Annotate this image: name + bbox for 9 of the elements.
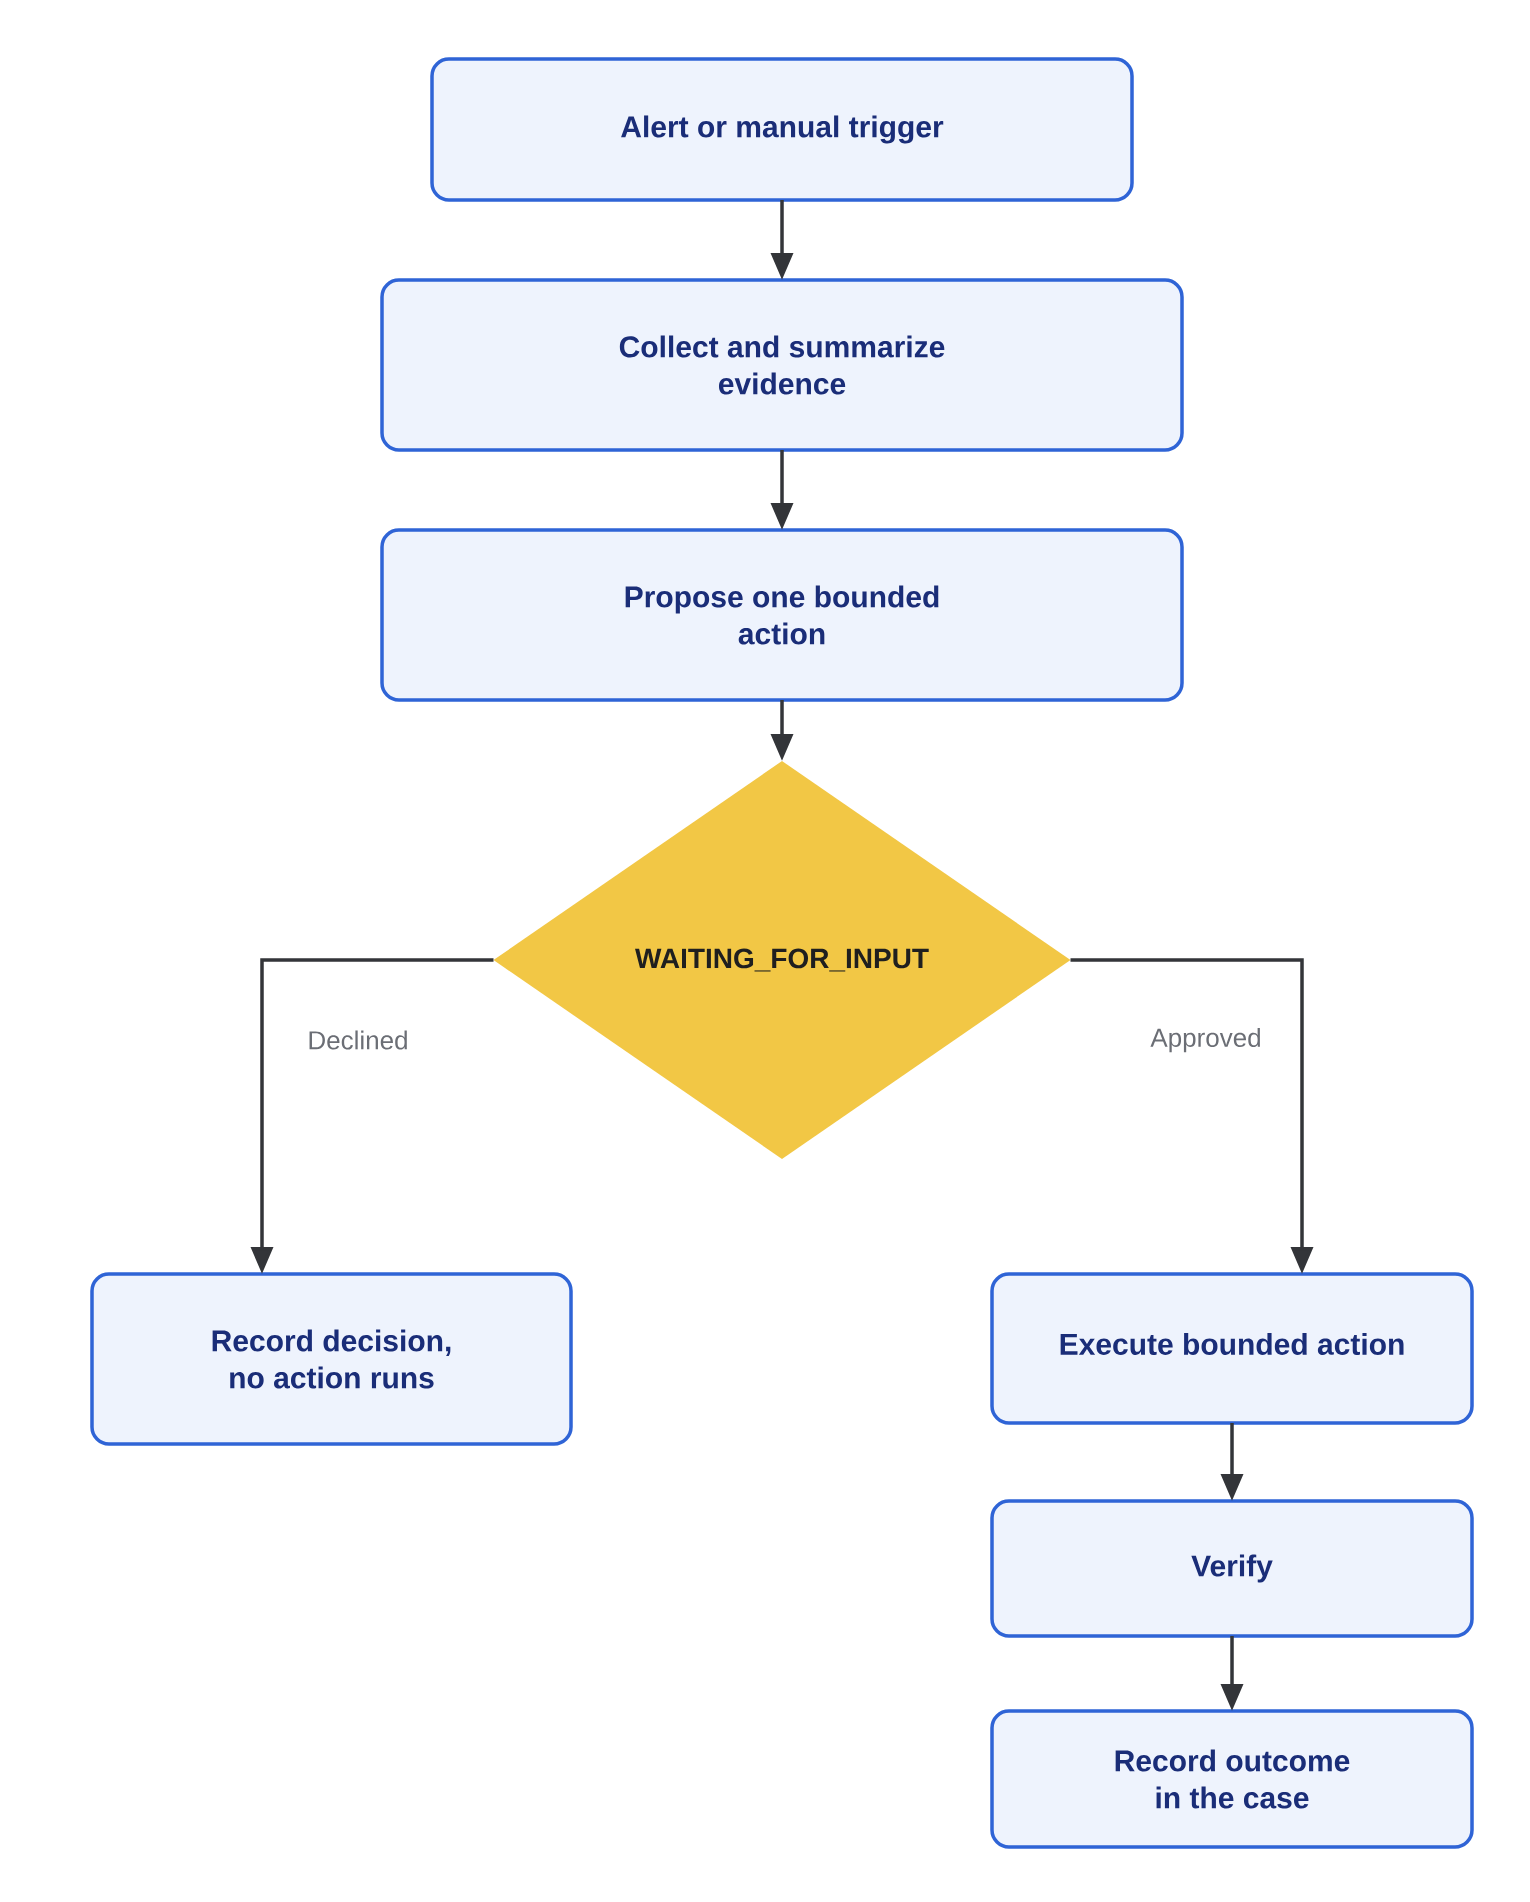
process-box: Verify — [990, 1499, 1474, 1638]
edge-label: Declined — [304, 1027, 412, 1053]
edge-label: Approved — [1147, 1024, 1265, 1056]
process-box: Alert or manual trigger — [430, 57, 1134, 202]
process-box: Record decision, no action runs — [90, 1272, 573, 1446]
process-box: Collect and summarize evidence — [380, 278, 1184, 452]
process-box: Execute bounded action — [990, 1272, 1474, 1425]
process-box: Propose one bounded action — [380, 528, 1184, 702]
process-box: Record outcome in the case — [990, 1709, 1474, 1849]
